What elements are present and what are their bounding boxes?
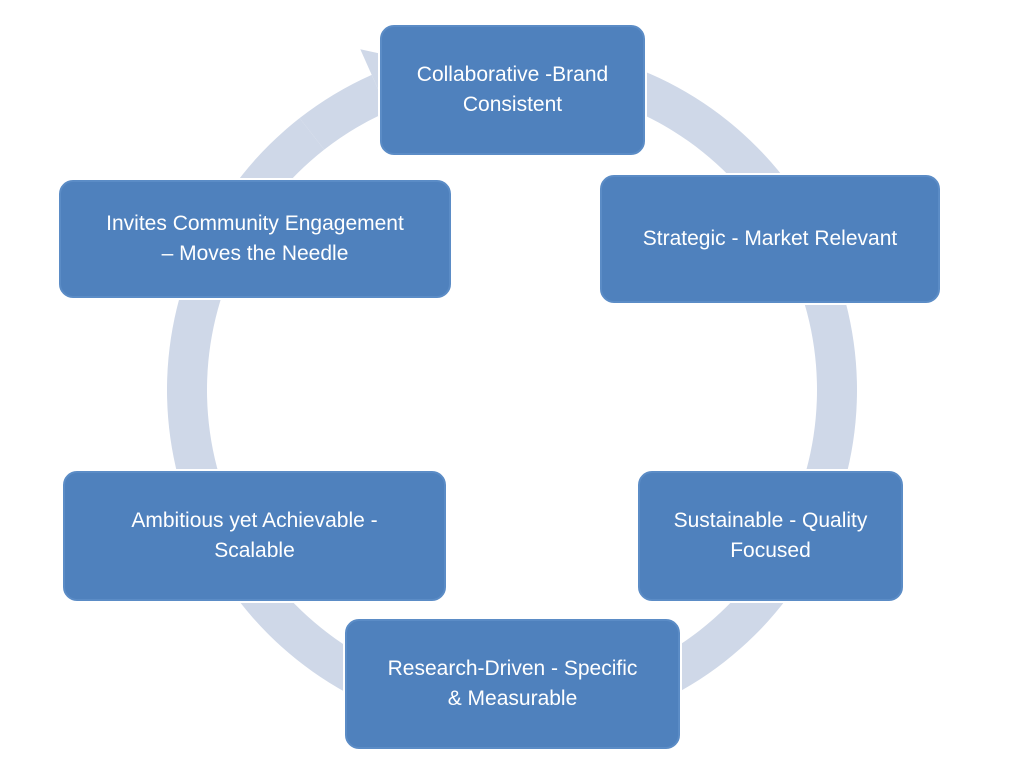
cycle-ring-arc (167, 45, 857, 736)
cycle-ring-arrow-shaft (299, 74, 388, 150)
cycle-node-research-driven: Research-Driven - Specific & Measurable (345, 619, 680, 749)
cycle-node-collaborative: Collaborative -Brand Consistent (380, 25, 645, 155)
cycle-node-community: Invites Community Engagement – Moves the… (59, 180, 451, 298)
cycle-node-ambitious: Ambitious yet Achievable - Scalable (63, 471, 446, 601)
cycle-node-strategic: Strategic - Market Relevant (600, 175, 940, 303)
cycle-node-sustainable: Sustainable - Quality Focused (638, 471, 903, 601)
